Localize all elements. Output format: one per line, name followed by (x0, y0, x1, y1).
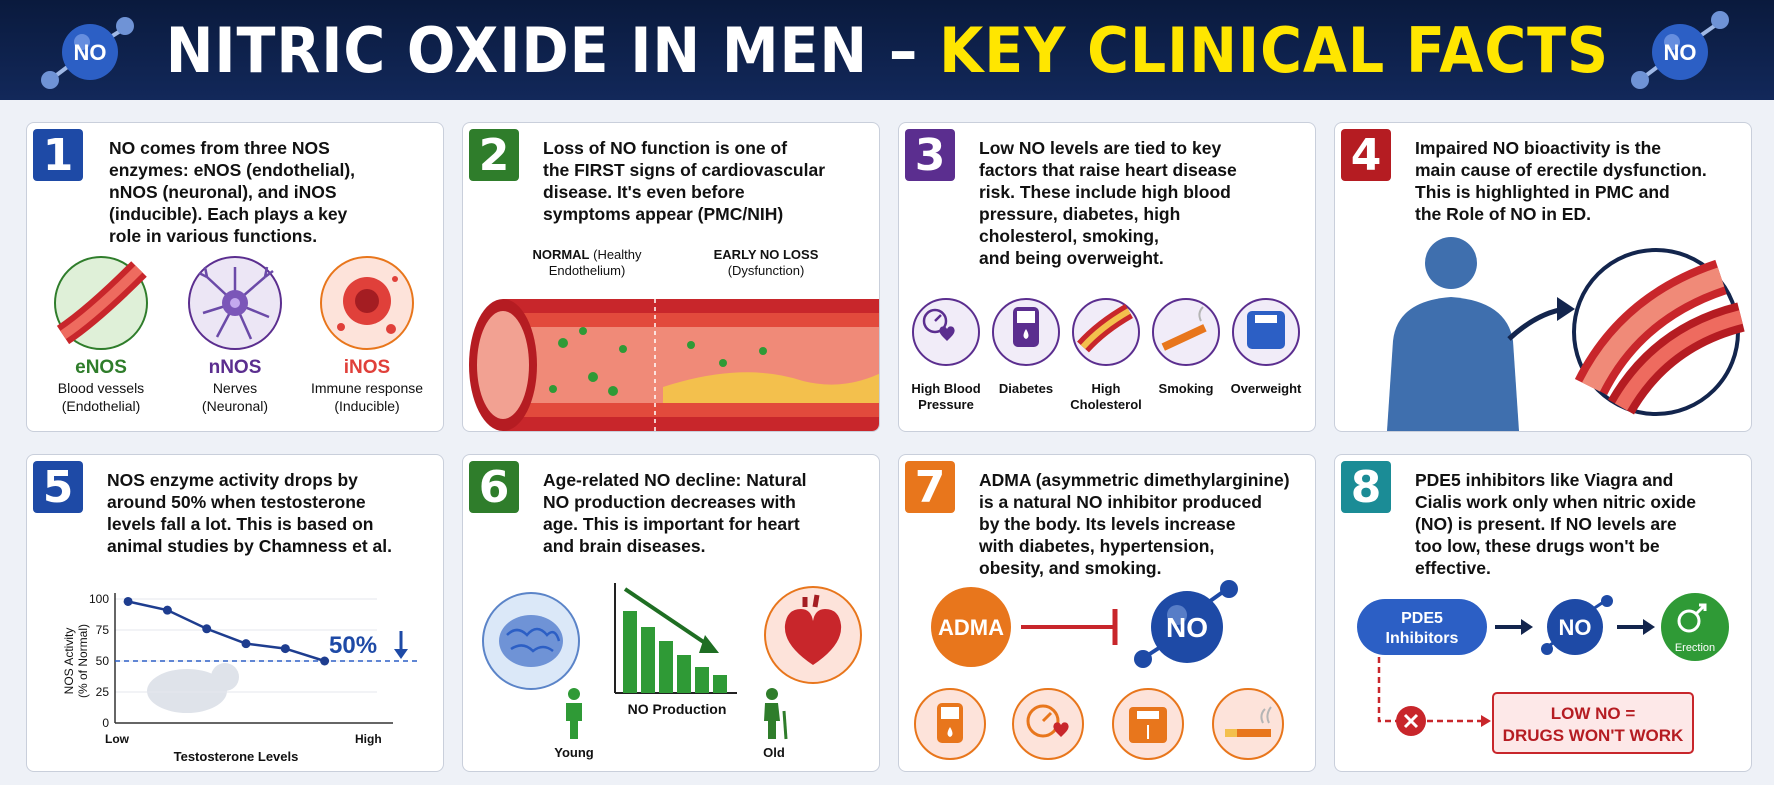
rat-head (211, 663, 239, 691)
panel-text: PDE5 inhibitors like Viagra and Cialis w… (1415, 470, 1697, 578)
svg-text:LOW NO =: LOW NO = (1551, 704, 1636, 723)
data-point (202, 624, 212, 634)
panel-2-first-signs: 2 Loss of NO function is one of the FIRS… (462, 122, 880, 432)
panel-text: Low NO levels are tied to key factors th… (979, 138, 1237, 268)
x-tick-label: Low (105, 732, 130, 746)
panel-number: 4 (1341, 129, 1391, 181)
svg-text:DRUGS WON'T WORK: DRUGS WON'T WORK (1503, 726, 1684, 745)
data-point (320, 656, 330, 666)
young-label: Young (554, 745, 594, 760)
glucose-meter-icon (914, 688, 986, 760)
panel-text: Age-related NO decline: Natural NO produ… (543, 470, 807, 556)
no-production-label: NO Production (627, 701, 727, 717)
svg-text:NO: NO (1559, 615, 1592, 640)
old-label: Old (763, 745, 785, 760)
blood-vessel-icon (54, 256, 148, 350)
artery-illustration (469, 291, 879, 431)
panel-8-pde5: 8 PDE5 inhibitors like Viagra and Cialis… (1334, 454, 1752, 772)
panel-number: 8 (1341, 461, 1391, 513)
y-axis-label: NOS Activity (62, 628, 76, 695)
blood-pressure-icon (1012, 688, 1084, 760)
y-tick-label: 75 (96, 623, 110, 637)
cigarette-icon (1212, 688, 1284, 760)
data-point (280, 644, 290, 654)
panel-1-nos-enzymes: 1 NO comes from three NOS enzymes: eNOS … (26, 122, 444, 432)
panel-number: 7 (905, 461, 955, 513)
penile-artery-zoom-icon (1572, 248, 1745, 416)
panel-text: NOS enzyme activity drops by around 50% … (107, 470, 392, 556)
data-point (162, 605, 172, 615)
risk-factor-icon-3 (1152, 298, 1220, 366)
elderly-person-icon (764, 688, 788, 740)
svg-text:Erection: Erection (1675, 642, 1715, 654)
risk-factor-icon-2 (1072, 298, 1140, 366)
panel-text: ADMA (asymmetric dimethylarginine) is a … (979, 470, 1290, 578)
panel-4-erectile-dysfunction: 4 Impaired NO bioactivity is the main ca… (1334, 122, 1752, 432)
risk-factor-icon-0 (912, 298, 980, 366)
series-line (127, 600, 325, 663)
panel-6-age-decline: 6 Age-related NO decline: Natural NO pro… (462, 454, 880, 772)
heart-icon (764, 586, 862, 684)
svg-text:NO: NO (74, 40, 107, 65)
panel-number: 3 (905, 129, 955, 181)
pde5-pathway-diagram: PDE5 Inhibitors NO Erection LOW NO = DRU… (1357, 593, 1729, 754)
y-tick-label: 100 (89, 592, 109, 606)
x-tick-label: High (355, 732, 382, 746)
svg-text:NO: NO (1166, 612, 1208, 643)
panel-5-testosterone: 5 NOS enzyme activity drops by around 50… (26, 454, 444, 772)
risk-factor-icon-4 (1232, 298, 1300, 366)
neuron-icon (188, 256, 282, 350)
risk-factor-label: Diabetes (998, 381, 1054, 396)
risk-factor-icon-1 (992, 298, 1060, 366)
down-arrow-icon (394, 649, 408, 659)
panel-number: 2 (469, 129, 519, 181)
panel-number: 1 (33, 129, 83, 181)
data-point (241, 639, 251, 649)
scale-icon (1112, 688, 1184, 760)
no-molecule-icon-right: NO (1631, 11, 1729, 89)
svg-text:PDE5: PDE5 (1401, 610, 1443, 627)
data-point (123, 596, 133, 606)
svg-text:ADMA: ADMA (938, 615, 1004, 640)
panel-number: 6 (469, 461, 519, 513)
header-banner: NITRIC OXIDE IN MEN – KEY CLINICAL FACTS (0, 0, 1774, 100)
young-person-icon (566, 688, 582, 739)
arrow-icon (1507, 297, 1575, 341)
brain-icon (482, 592, 580, 690)
panel-7-adma: 7 ADMA (asymmetric dimethylarginine) is … (898, 454, 1316, 772)
early-no-loss-label: EARLY NO LOSS(Dysfunction) (713, 247, 819, 278)
panel-number: 5 (33, 461, 83, 513)
immune-cell-icon (320, 256, 414, 350)
y-tick-label: 25 (96, 685, 110, 699)
panel-3-risk-factors: 3 Low NO levels are tied to key factors … (898, 122, 1316, 432)
x-axis-label: Testosterone Levels (174, 749, 299, 764)
y-axis-label-2: (% of Normal) (76, 624, 90, 698)
no-molecule-icon-left: NO (41, 17, 134, 89)
svg-text:NO: NO (1664, 40, 1697, 65)
no-production-bar-icon (614, 583, 737, 694)
y-tick-label: 50 (96, 654, 110, 668)
rat-silhouette (147, 669, 227, 713)
risk-factor-label: Smoking (1158, 381, 1214, 396)
adma-inhibits-no-diagram: ADMA NO (931, 580, 1238, 668)
risk-factor-label: Overweight (1230, 381, 1302, 396)
page-title: NITRIC OXIDE IN MEN – KEY CLINICAL FACTS (165, 13, 1609, 87)
panel-text: Loss of NO function is one of the FIRST … (543, 138, 826, 224)
annotation-50-percent: 50% (329, 632, 377, 659)
svg-text:Inhibitors: Inhibitors (1386, 630, 1459, 647)
panel-text: Impaired NO bioactivity is the main caus… (1415, 138, 1707, 224)
y-tick-label: 0 (102, 716, 109, 730)
panel-text: NO comes from three NOS enzymes: eNOS (e… (109, 138, 356, 246)
male-silhouette-icon (1387, 237, 1519, 431)
